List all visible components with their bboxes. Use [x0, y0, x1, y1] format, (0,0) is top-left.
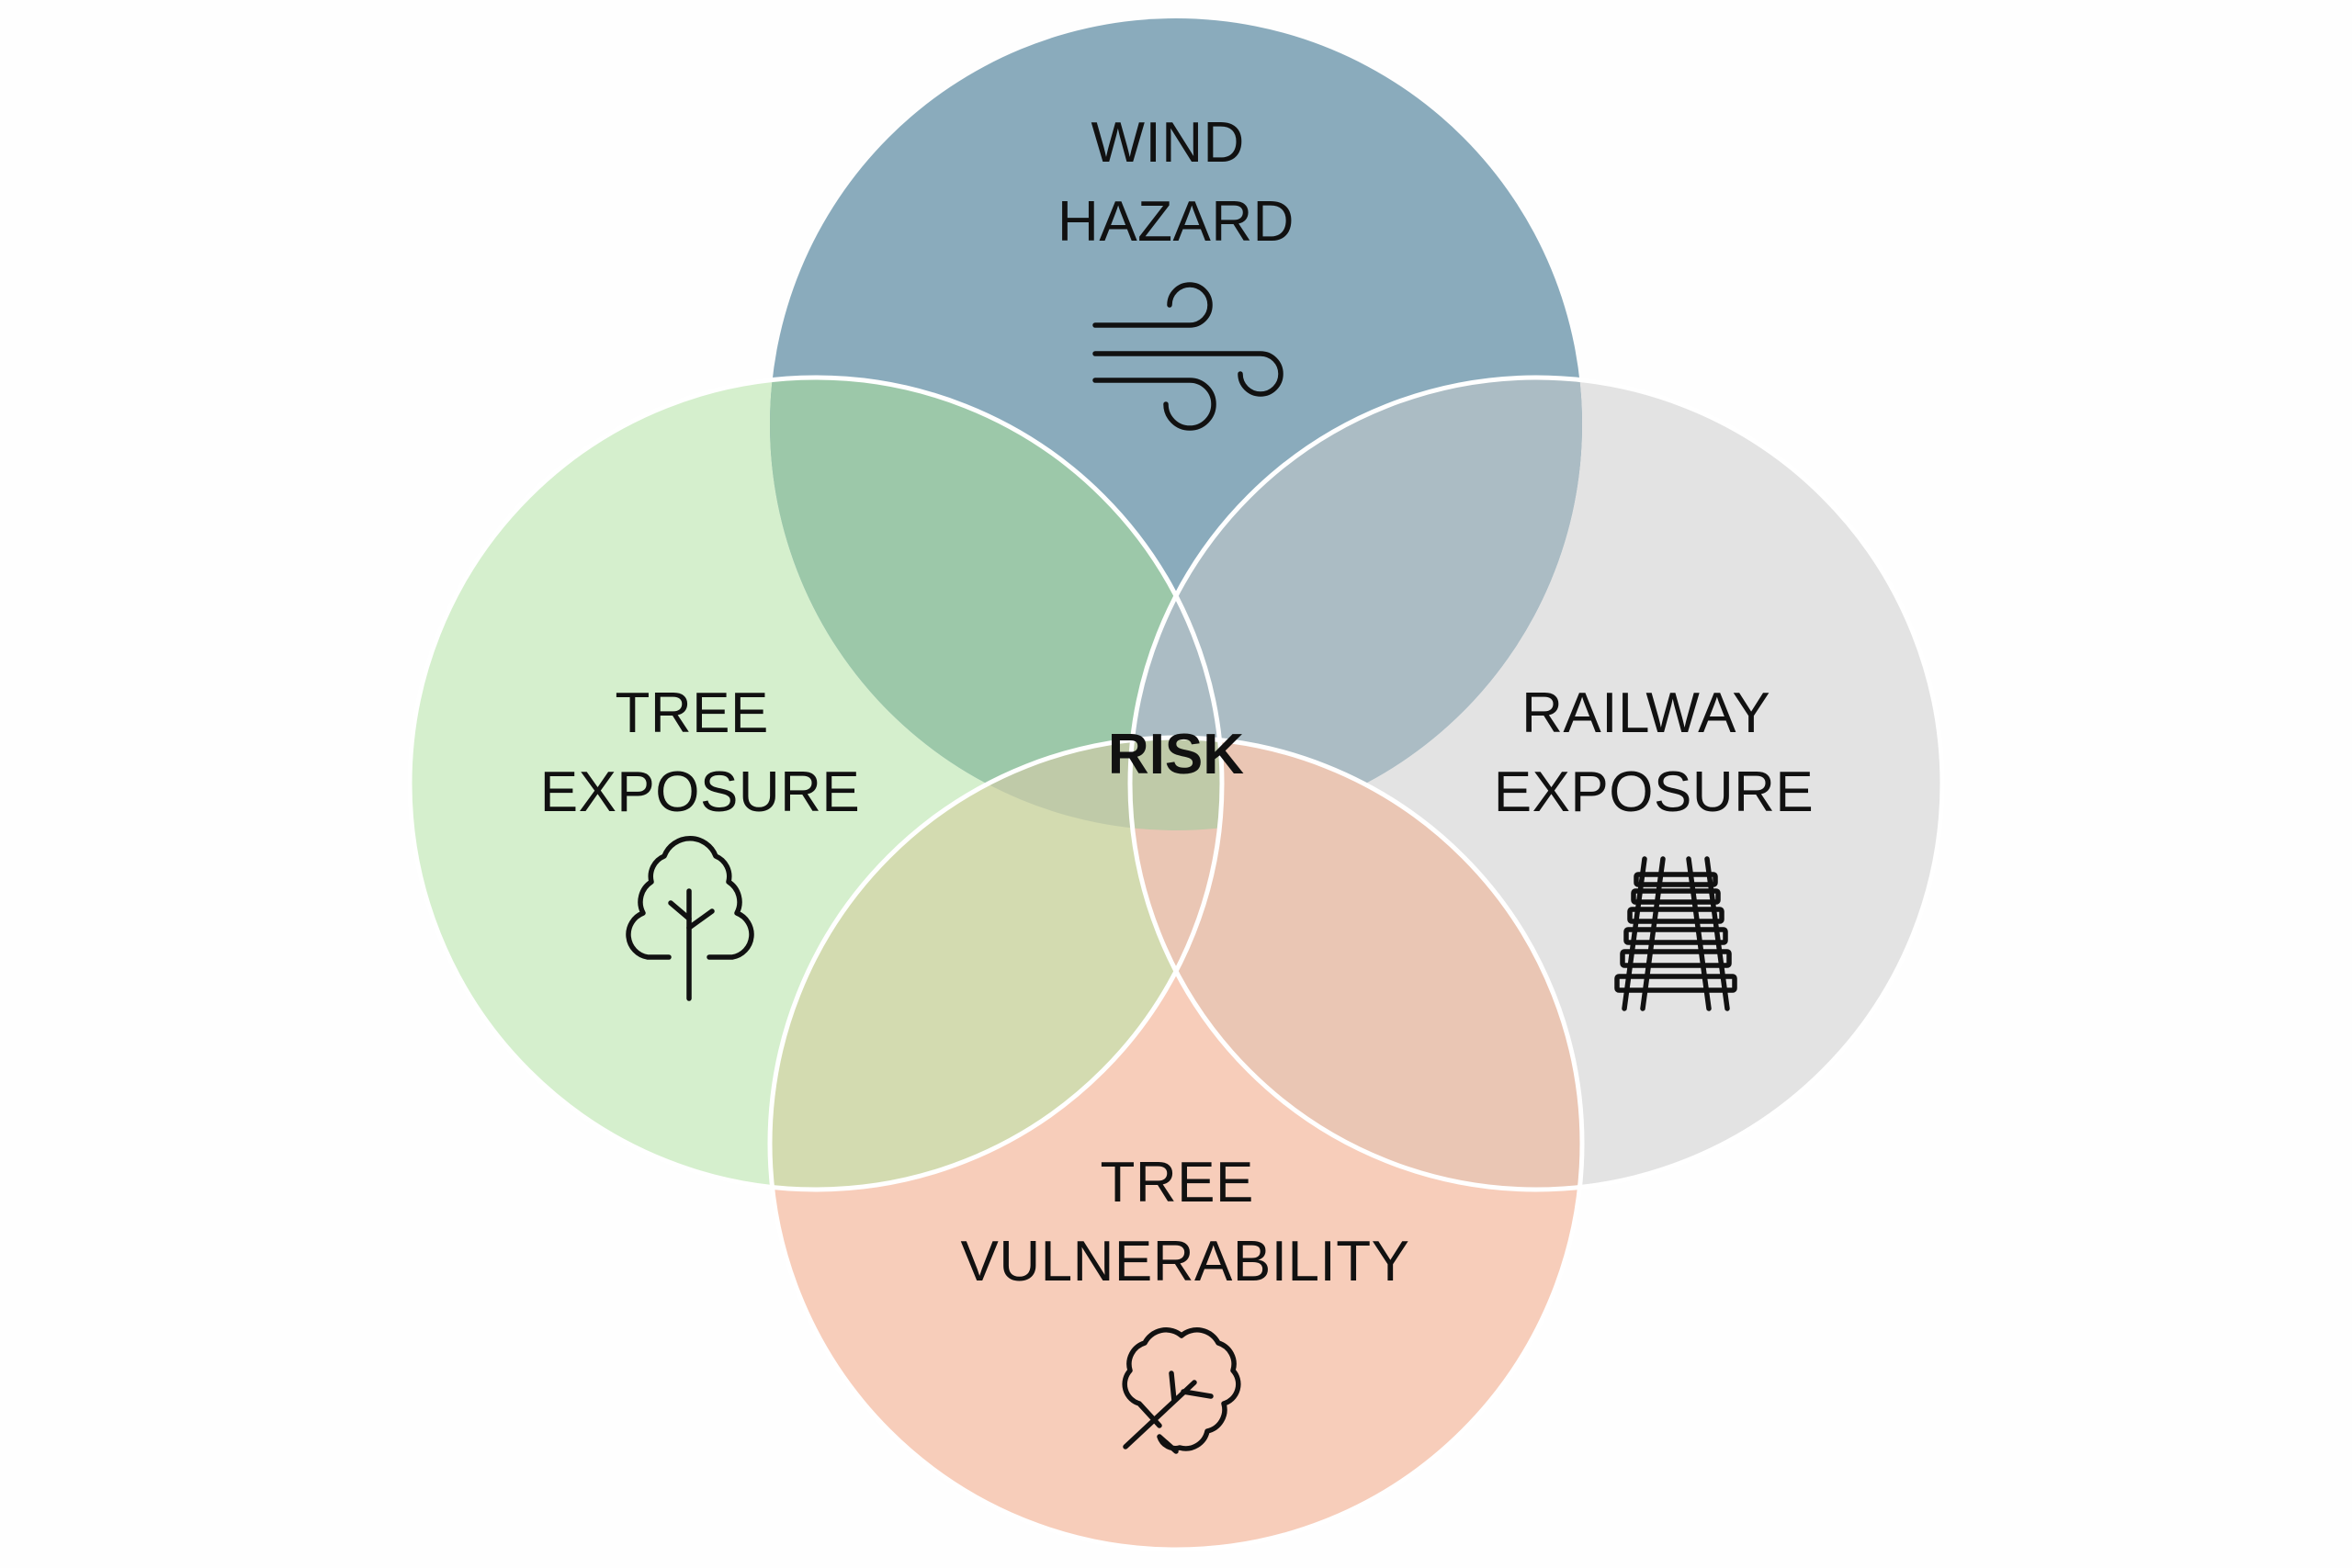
- tree-icon: [626, 836, 754, 1001]
- railway-exposure-label-line2: EXPOSURE: [1494, 761, 1815, 824]
- center-risk-label: RISK: [1108, 723, 1244, 786]
- tree-vulnerability-label-line2: VULNERABILITY: [961, 1230, 1410, 1293]
- railway-track-icon: [1614, 856, 1737, 1011]
- wind-icon: [1092, 282, 1283, 431]
- tree-vulnerability-label: TREE VULNERABILITY: [961, 1151, 1410, 1293]
- tree-exposure-label-line2: EXPOSURE: [540, 761, 861, 824]
- broken-tree-icon: [1122, 1327, 1241, 1454]
- railway-exposure-label: RAILWAY EXPOSURE: [1494, 682, 1815, 824]
- tree-exposure-label: TREE EXPOSURE: [540, 682, 861, 824]
- wind-hazard-label: WIND HAZARD: [1057, 111, 1295, 254]
- railway-exposure-label-line1: RAILWAY: [1521, 682, 1770, 745]
- circle-outlines: [407, 375, 1945, 1552]
- tree-exposure-label-line1: TREE: [615, 682, 768, 745]
- tree-vulnerability-label-line1: TREE: [1100, 1151, 1253, 1214]
- wind-hazard-label-line2: HAZARD: [1057, 190, 1295, 254]
- wind-hazard-label-line1: WIND: [1091, 111, 1244, 175]
